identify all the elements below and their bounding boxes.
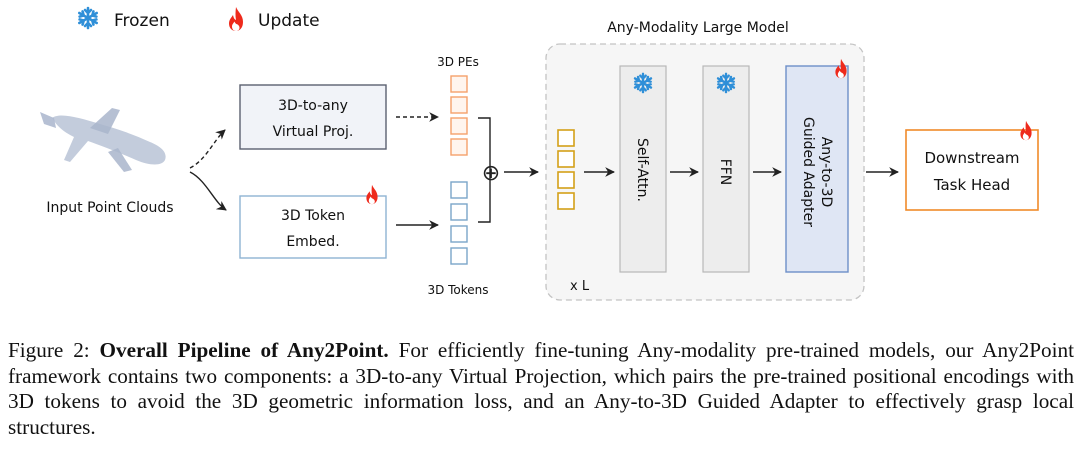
token-stack [450,181,468,265]
virtual-projection-label-line2: Virtual Proj. [273,124,354,140]
model-title: Any-Modality Large Model [607,20,789,36]
legend: Frozen Update [78,6,320,31]
solid-branch-arrow [189,171,227,211]
pipeline-figure: Frozen Update Input Point Clouds 3D-to-a… [40,6,1039,301]
flame-icon [229,7,243,31]
add-symbol: ⊕ [482,161,500,186]
task-head-box [905,129,1039,211]
ffn-block [702,65,750,273]
caption-prefix: Figure 2: [8,338,100,362]
repeat-label: x L [570,279,590,294]
guided-adapter-block [785,65,849,273]
pe-stack [450,75,468,156]
embed-flame-icon [366,184,378,205]
virtual-projection-label-line1: 3D-to-any [278,98,348,114]
task-head-label-line2: Task Head [933,176,1010,194]
merged-token-stack [557,129,575,210]
guided-adapter-label-line2: Guided Adapter [800,117,816,227]
task-head-label-line1: Downstream [924,149,1019,167]
virtual-projection-box [239,84,387,150]
self-attn-block [619,65,667,273]
legend-update-label: Update [258,11,320,31]
point-cloud-image [40,108,166,172]
ffn-label: FFN [717,159,733,186]
pipeline-diagram: Frozen Update Input Point Clouds 3D-to-a… [40,6,1039,301]
legend-frozen-label: Frozen [114,11,170,31]
head-flame-icon [1020,120,1032,141]
dashed-branch-arrow [189,129,226,169]
tokens-label: 3D Tokens [427,283,488,297]
pes-label: 3D PEs [437,55,479,69]
caption-title: Overall Pipeline of Any2Point. [99,338,389,362]
guided-adapter-label-line1: Any-to-3D [818,137,834,208]
input-point-clouds-label: Input Point Clouds [46,200,173,216]
token-embed-label-line1: 3D Token [281,208,345,224]
caption-body: For efficiently fine-tuning Any-modality… [8,338,1074,439]
figure-caption: Figure 2: Overall Pipeline of Any2Point.… [8,338,1074,440]
token-embed-box [239,195,387,259]
token-embed-label-line2: Embed. [286,234,339,250]
merge-bracket [478,117,491,223]
self-attn-label: Self-Attn. [634,138,650,202]
snowflake-icon [78,6,98,30]
